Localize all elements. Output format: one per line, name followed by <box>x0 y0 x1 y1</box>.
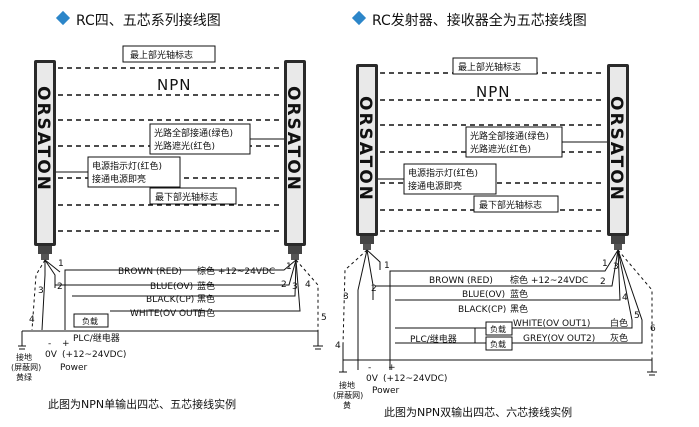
right-ground-2: (屏蔽网) <box>333 390 363 400</box>
right-emitter-pin-2: 2 <box>371 284 377 294</box>
left-ground-1: 接地 <box>16 352 32 362</box>
right-power-led: 电源指示灯(红色) <box>408 167 478 179</box>
diamond-bullet-icon <box>351 10 367 26</box>
left-brand-receiver: ORSATON <box>283 86 303 192</box>
left-0v: 0V <box>45 350 58 360</box>
right-wire-white: WHITE(OV OUT1) <box>513 319 590 329</box>
right-diagram: RC发射器、接收器全为五芯接线图 ORSATON ORSATON 最上部光轴标志… <box>333 10 657 419</box>
left-wire-brown: BROWN (RED) <box>118 267 182 277</box>
left-ground-2: (屏蔽网) <box>11 362 41 372</box>
right-title: RC发射器、接收器全为五芯接线图 <box>372 12 587 29</box>
left-wire-black: BLACK(CP) <box>146 295 194 305</box>
right-npn-label: NPN <box>476 83 511 101</box>
right-wire-black: BLACK(CP) <box>458 305 506 315</box>
right-ground-1: 接地 <box>339 380 355 390</box>
left-top-axis-label: 最上部光轴标志 <box>130 49 193 61</box>
left-power-led-note: 接通电源即亮 <box>92 173 146 185</box>
right-wire-brown-cn: 棕色 +12~24VDC <box>510 274 588 286</box>
left-receiver-bar: ORSATON <box>283 60 306 260</box>
right-plc-label: PLC/继电器 <box>410 333 457 345</box>
right-wire-brown: BROWN (RED) <box>429 276 493 286</box>
right-receiver-pin-1: 1 <box>602 259 608 269</box>
right-receiver-pin-4: 4 <box>622 293 628 303</box>
left-emitter-pin-4: 4 <box>29 315 35 325</box>
right-status-red: 光路遮光(红色) <box>470 143 531 155</box>
right-emitter-bar: ORSATON <box>355 64 378 250</box>
left-receiver-pin-3: 3 <box>292 282 298 292</box>
diamond-bullet-icon <box>55 10 71 26</box>
left-receiver-pin-1: 1 <box>286 262 292 272</box>
right-emitter-pin-4: 4 <box>335 341 341 351</box>
left-title: RC四、五芯系列接线图 <box>76 12 221 29</box>
right-emitter-pin-1: 1 <box>384 261 390 271</box>
right-receiver-pin-6: 6 <box>650 324 656 334</box>
left-status-red: 光路遮光(红色) <box>154 140 215 152</box>
left-emitter-pin-1: 1 <box>58 259 64 269</box>
right-receiver-pin-5: 5 <box>634 311 640 321</box>
left-wire-black-cn: 黑色 <box>197 293 215 305</box>
right-ground-3: 黄 <box>343 400 351 410</box>
left-plc-label: PLC/继电器 <box>73 332 120 344</box>
right-power: Power <box>372 386 400 396</box>
left-wire-brown-cn: 棕色 +12~24VDC <box>197 265 275 277</box>
left-plus: + <box>62 339 70 349</box>
left-receiver-pin-2: 2 <box>281 280 287 290</box>
right-emitter-pin-3: 3 <box>343 292 349 302</box>
right-wire-white-cn: 白色 <box>610 317 628 329</box>
right-load-2: 负载 <box>490 339 506 349</box>
right-receiver-bar: ORSATON <box>606 64 629 250</box>
left-diagram: RC四、五芯系列接线图 ORSATON ORSATON 最上部光轴标志 NPN <box>11 10 327 411</box>
left-load-label: 负载 <box>82 316 98 326</box>
left-wire-white-cn: 白色 <box>197 307 215 319</box>
left-receiver-pin-4: 4 <box>305 280 311 290</box>
right-wire-grey-cn: 灰色 <box>610 332 628 344</box>
right-brand-receiver: ORSATON <box>606 96 626 202</box>
right-wire-black-cn: 黑色 <box>510 303 528 315</box>
left-receiver-pin-5: 5 <box>321 313 327 323</box>
left-status-green: 光路全部接通(绿色) <box>154 127 233 139</box>
left-bottom-axis-label: 最下部光轴标志 <box>155 191 218 203</box>
right-wire-grey: GREY(OV OUT2) <box>523 334 595 344</box>
left-emitter-bar: ORSATON <box>33 60 56 260</box>
left-power: Power <box>60 363 88 373</box>
left-vdc: (+12~24VDC) <box>62 350 126 360</box>
right-brand-emitter: ORSATON <box>355 96 375 202</box>
right-bottom-axis-label: 最下部光轴标志 <box>479 199 542 211</box>
left-emitter-pin-3: 3 <box>38 286 44 296</box>
left-ground-3: 黄绿 <box>16 372 32 382</box>
right-minus: - <box>368 363 371 373</box>
left-wire-blue-cn: 蓝色 <box>197 280 215 292</box>
right-wire-blue-cn: 蓝色 <box>510 288 528 300</box>
right-wire-blue: BLUE(OV) <box>462 290 505 300</box>
left-emitter-pin-2: 2 <box>57 282 63 292</box>
left-minus: - <box>48 339 51 349</box>
left-wire-white: WHITE(OV OUT) <box>130 309 202 319</box>
right-vdc: (+12~24VDC) <box>383 374 447 384</box>
left-wire-blue: BLUE(OV) <box>150 282 193 292</box>
left-npn-label: NPN <box>157 76 192 94</box>
right-receiver-pin-2: 2 <box>600 277 606 287</box>
right-plus: + <box>388 363 396 373</box>
right-status-green: 光路全部接通(绿色) <box>470 130 549 142</box>
left-caption: 此图为NPN单输出四芯、五芯接线实例 <box>48 397 236 411</box>
right-load-1: 负载 <box>490 324 506 334</box>
right-top-axis-label: 最上部光轴标志 <box>458 61 521 73</box>
left-brand-emitter: ORSATON <box>33 86 53 192</box>
left-power-led: 电源指示灯(红色) <box>92 160 162 172</box>
right-power-led-note: 接通电源即亮 <box>408 180 462 192</box>
right-0v: 0V <box>366 374 379 384</box>
right-receiver-pin-3: 3 <box>613 262 619 272</box>
right-caption: 此图为NPN双输出四芯、六芯接线实例 <box>384 405 572 419</box>
